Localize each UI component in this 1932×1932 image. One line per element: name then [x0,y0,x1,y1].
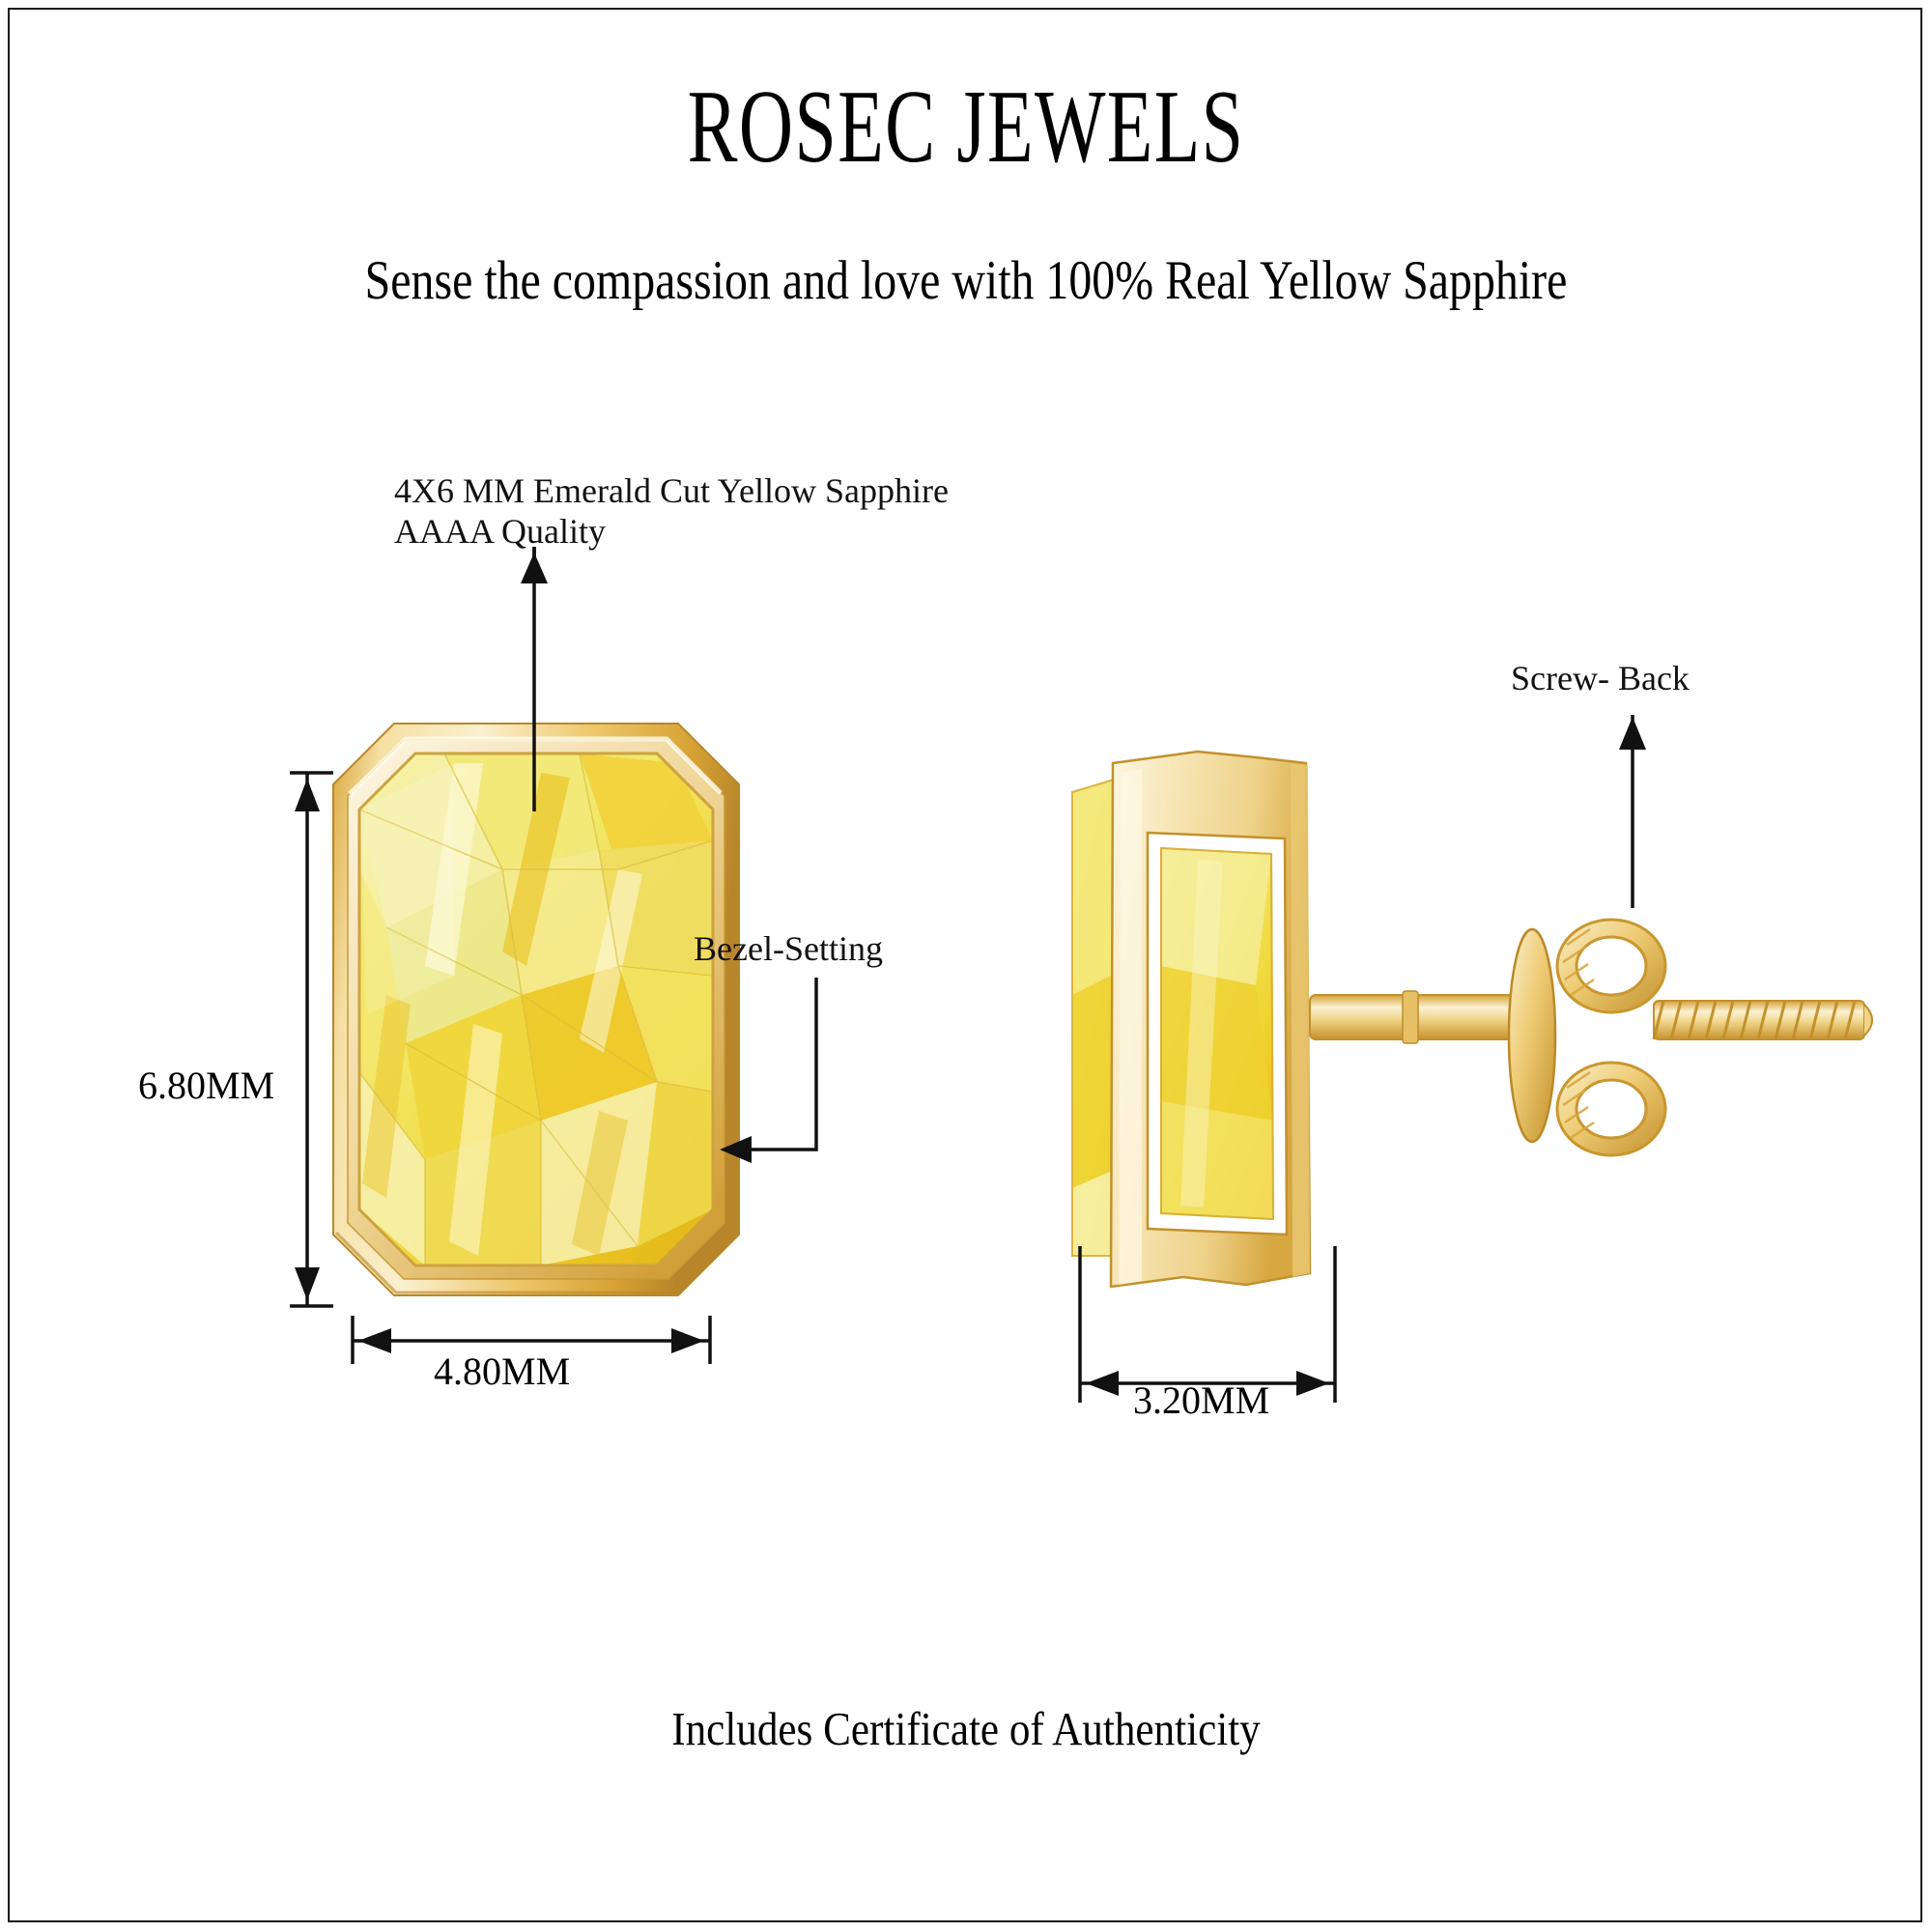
front-view-earring [332,723,740,1296]
dimension-depth [1078,1246,1337,1403]
arrowhead-depth-left [1086,1371,1119,1396]
brand-title: ROSEC JEWELS [687,70,1245,185]
arrowhead-height-bottom [295,1267,320,1300]
gemstone-facets [359,753,713,1265]
arrowhead-screw [1619,717,1646,750]
dimension-label-height: 6.80MM [138,1064,275,1107]
screw-thread [1652,1000,1873,1040]
annotation-screw-back: Screw- Back [1511,659,1690,697]
certificate-note: Includes Certificate of Authenticity [671,1702,1261,1755]
arrowhead-width-right [671,1328,704,1353]
arrowhead-bezel [720,1136,752,1163]
screw-back-disc [1507,927,1557,1144]
dimension-label-depth: 3.20MM [1133,1378,1270,1422]
arrowhead-depth-right [1296,1371,1329,1396]
arrowhead-stone-spec [521,553,548,583]
arrowhead-width-left [358,1328,391,1353]
annotation-bezel-setting: Bezel-Setting [694,929,883,968]
dimension-height [290,771,333,1308]
annotation-stone-spec: 4X6 MM Emerald Cut Yellow Sapphire AAAA … [394,471,949,552]
dimension-width [351,1316,712,1364]
leader-bezel [734,978,818,1151]
brand-subtitle: Sense the compassion and love with 100% … [364,250,1568,311]
arrowhead-height-top [295,779,320,811]
dimension-label-width: 4.80MM [434,1350,571,1393]
side-view-earring [1071,750,1873,1289]
bezel-edge-line [357,752,715,1267]
